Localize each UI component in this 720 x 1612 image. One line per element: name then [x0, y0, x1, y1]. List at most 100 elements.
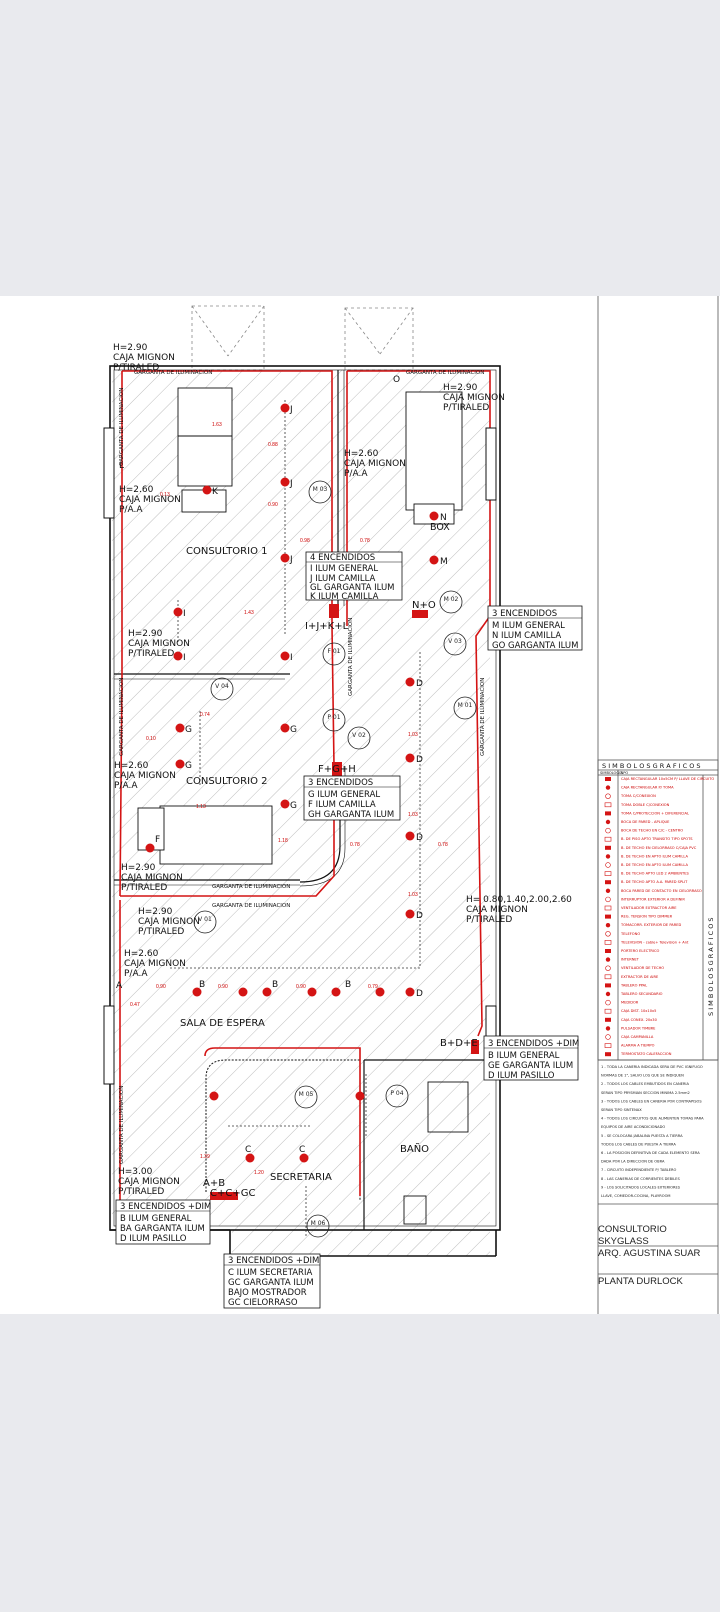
garganta-label-c1: GARGANTA DE ILUMINACION — [134, 370, 212, 376]
encendidos-4: 4 ENCENDIDOS I ILUM GENERAL J ILUM CAMIL… — [305, 551, 403, 602]
legend-symbol-icon — [605, 845, 611, 850]
encendidos-3c: 3 ENCENDIDOS +DIM B ILUM GENERAL GE GARG… — [483, 1035, 579, 1081]
svg-text:1.03: 1.03 — [408, 812, 418, 818]
legend-note: 6 - LA POSICION DEFINITIVA DE CADA ELEME… — [601, 1151, 700, 1155]
point-b-4 — [307, 987, 317, 997]
point-c-3: C — [245, 1145, 255, 1163]
svg-text:P 04: P 04 — [390, 1090, 403, 1097]
tag-m05: M 05 — [294, 1085, 318, 1109]
legend-head-type: TIPO — [619, 771, 628, 775]
legend-row: BOCA DE PARED - APLIQUE — [605, 819, 670, 825]
svg-text:D ILUM PASILLO: D ILUM PASILLO — [120, 1234, 187, 1244]
legend-label: TOMA C/CONEXION — [620, 794, 656, 798]
svg-text:K: K — [212, 487, 219, 497]
legend-row: TERMOSTATO CALEFACCION — [605, 1052, 672, 1057]
svg-text:0.90: 0.90 — [268, 502, 278, 508]
legend-row: VENTILADOR DE TECHO — [605, 965, 664, 971]
legend-symbol-icon — [605, 777, 611, 781]
svg-text:3 ENCENDIDOS: 3 ENCENDIDOS — [492, 609, 557, 619]
svg-text:GE GARGANTA ILUM: GE GARGANTA ILUM — [488, 1061, 573, 1071]
svg-text:B ILUM GENERAL: B ILUM GENERAL — [488, 1051, 560, 1061]
svg-text:B: B — [272, 980, 278, 990]
legend-symbol-icon — [605, 827, 611, 834]
legend-symbol-icon — [605, 854, 611, 859]
legend-label: TELEFONO — [620, 932, 640, 936]
point-g-2: G — [175, 759, 192, 771]
svg-text:1.13: 1.13 — [196, 804, 206, 810]
legend-label: BOCA PARED DE CONTACTO EN CIELORRASO — [621, 889, 702, 893]
height-annotations: H=2.90 CAJA MIGNON P/TIRALED H=2.90 CAJA… — [113, 343, 575, 1197]
title-line-1: CONSULTORIO SKYGLASS — [598, 1224, 667, 1247]
svg-text:V 02: V 02 — [352, 732, 366, 739]
legend-note: 4 - TODOS LOS CIRCUITOS QUE ALIMENTEN TO… — [601, 1117, 704, 1121]
point-a: A — [116, 981, 123, 991]
garganta-label-c2: GARGANTA DE ILUMINACION — [212, 884, 290, 890]
legend-note: TODOS LOS CABLES DE PUESTA A TIERRA — [600, 1142, 676, 1146]
svg-text:D: D — [416, 911, 423, 921]
svg-text:M 06: M 06 — [311, 1220, 326, 1227]
svg-text:1.03: 1.03 — [408, 732, 418, 738]
legend-symbol-icon — [605, 999, 611, 1006]
svg-text:1.39: 1.39 — [200, 1154, 210, 1160]
legend-row: TABLERO SECUNDARIO — [605, 991, 663, 997]
svg-text:3 ENCENDIDOS: 3 ENCENDIDOS — [308, 778, 373, 788]
legend-row: TELEVISION - cable+ Television + Ant — [604, 940, 689, 945]
legend-note: 9 - LOS SOLICITADOS LOCALES EXTERIORES — [601, 1185, 681, 1189]
box-label: BOX — [430, 522, 450, 533]
legend-symbol-icon — [605, 888, 611, 893]
legend-row: CAJA RECTANGULAR P/ TOMA — [605, 785, 674, 790]
legend-label: ALARMA A TIEMPO — [621, 1044, 655, 1048]
svg-text:0.78: 0.78 — [438, 842, 448, 848]
legend-label: CAJA DIST. 10x10x5 — [621, 1009, 656, 1013]
svg-text:N ILUM CAMILLA: N ILUM CAMILLA — [492, 631, 561, 641]
svg-text:GC GARGANTA ILUM: GC GARGANTA ILUM — [228, 1278, 314, 1288]
encendidos-3e: 3 ENCENDIDOS +DIM C ILUM SECRETARIA GC G… — [223, 1253, 321, 1309]
legend-label: TOMACORR. EXTERIOR DE PARED — [620, 923, 682, 927]
wall-openings — [103, 427, 497, 1085]
svg-text:1.18: 1.18 — [278, 838, 288, 844]
legend-symbol-icon — [605, 983, 611, 988]
svg-text:V 01: V 01 — [198, 916, 212, 923]
point-j-3: J — [280, 553, 293, 565]
legend-row: ALARMA A TIEMPO — [604, 1043, 655, 1048]
legend-row: INTERRUPTOR EXTERIOR A DEFINIR — [605, 896, 685, 903]
svg-text:0.13: 0.13 — [160, 492, 170, 498]
legend-row: INTERNET — [605, 957, 640, 962]
garganta-label-espera: GARGANTA DE ILUMINACION — [212, 903, 290, 909]
svg-text:0.98: 0.98 — [300, 538, 310, 544]
svg-text:3 ENCENDIDOS +DIM: 3 ENCENDIDOS +DIM — [120, 1202, 211, 1212]
legend-symbol-icon — [605, 991, 611, 997]
svg-text:M: M — [440, 557, 448, 567]
legend-row: BOCA PARED DE CONTACTO EN CIELORRASO — [605, 888, 702, 893]
svg-text:P 01: P 01 — [327, 714, 340, 721]
dimension-marks: 1.63 0.88 0.90 0.98 0.78 0.13 1.43 0.74 … — [130, 422, 448, 1176]
svg-text:G ILUM GENERAL: G ILUM GENERAL — [308, 790, 380, 800]
svg-text:V 04: V 04 — [215, 683, 229, 690]
height-note-l4: H=2.90 CAJA MIGNON P/TIRALED — [121, 863, 186, 893]
svg-text:D: D — [416, 679, 423, 689]
legend-symbol-icon — [604, 836, 612, 842]
room-label-consultorio-1: CONSULTORIO 1 — [186, 546, 267, 557]
svg-text:G: G — [290, 725, 297, 735]
legend-label: INTERRUPTOR EXTERIOR A DEFINIR — [621, 897, 685, 901]
legend-note: DADA POR LA DIRECCION DE OBRA — [601, 1160, 665, 1164]
point-d-3: D — [405, 831, 423, 843]
legend-row: CAJA CONEX. 20x30 — [605, 1017, 658, 1022]
wiring-dashed — [170, 400, 421, 1236]
height-note-multi: H= 0.80,1.40,2.00,2.60 CAJA MIGNON P/TIR… — [466, 895, 575, 925]
tag-m03: M 03 — [308, 480, 332, 504]
svg-text:1.03: 1.03 — [408, 892, 418, 898]
legend-row: B. DE TECHO EN APTO ILUM CAMILLA — [605, 862, 688, 868]
svg-text:BA GARGANTA ILUM: BA GARGANTA ILUM — [120, 1224, 205, 1234]
svg-text:BAJO MOSTRADOR: BAJO MOSTRADOR — [228, 1288, 307, 1298]
height-note-l1: H=2.60 CAJA MIGNON P/A.A — [119, 485, 184, 515]
legend-frame — [597, 296, 719, 1314]
tag-f01: F 01 — [322, 642, 346, 666]
title-line-3: PLANTA DURLOCK — [598, 1276, 683, 1287]
point-i-3: I — [280, 651, 293, 663]
legend-items: CAJA RECTANGULAR 10x5CM P/ LLAVE DE CIRC… — [604, 777, 714, 1057]
legend-row: PULSADOR TIMBRE — [605, 1026, 656, 1031]
legend-label: TABLERO PPAL — [620, 983, 647, 987]
legend-label: CAJA RECTANGULAR 10x5CM P/ LLAVE DE CIRC… — [621, 777, 714, 781]
legend-title: S I M B O L O S G R A F I C O S — [602, 762, 701, 770]
